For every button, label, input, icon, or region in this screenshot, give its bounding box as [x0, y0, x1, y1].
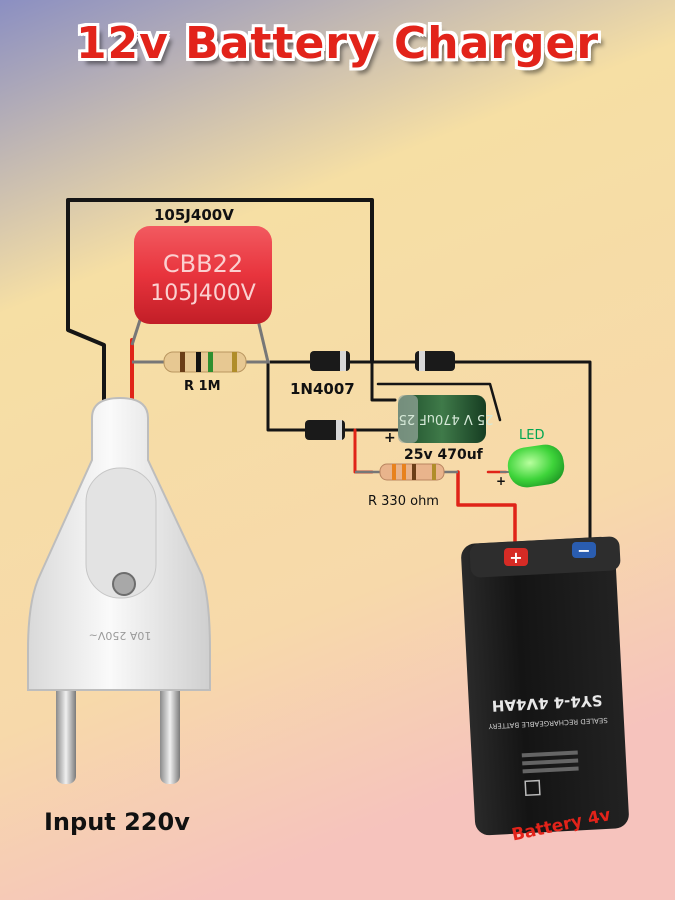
resistor-1m: [132, 351, 270, 373]
diode-label: 1N4007: [290, 380, 355, 398]
film-capacitor: CBB22 105J400V: [130, 226, 272, 363]
wires: [66, 198, 592, 552]
capacitor-marking-value: 105J400V: [150, 281, 256, 306]
power-plug: 10A 250V~: [27, 396, 211, 784]
plug-rating-text: 10A 250V~: [89, 629, 152, 642]
diode-2: [415, 351, 455, 371]
led-plus-sign: +: [496, 474, 506, 488]
black-wire-led-cathode: [376, 382, 502, 422]
battery: + − SY4-4 4V4AH SEALED RECHARGEABLE BATT…: [461, 536, 629, 836]
led-label: LED: [519, 428, 545, 443]
diode-3: [305, 420, 345, 440]
resistor-1m-label: R 1M: [184, 379, 221, 394]
input-label: Input 220v: [44, 808, 190, 836]
capacitor-label: 105J400V: [154, 206, 234, 224]
black-wire-top-loop: [66, 198, 374, 422]
black-wire-diode-row: [266, 360, 592, 542]
black-wire-to-capacitor-neg: [370, 360, 397, 402]
battery-minus-terminal: −: [577, 541, 590, 560]
electrolytic-capacitor: 25 V 470uF 25 +: [384, 395, 493, 446]
battery-plus-terminal: +: [509, 548, 522, 567]
capacitor-marking-type: CBB22: [163, 250, 243, 278]
resistor-330-label: R 330 ohm: [368, 494, 439, 509]
diode-1: [310, 351, 350, 371]
electrolytic-label: 25v 470uf: [404, 447, 483, 463]
electrolytic-marking: 25 V 470uF 25: [399, 411, 494, 426]
battery-model-text: SY4-4 4V4AH: [491, 691, 602, 715]
page-title: 12v Battery Charger: [75, 18, 600, 69]
red-wire-to-battery: [456, 470, 517, 552]
resistor-330: [355, 463, 458, 481]
led: +: [496, 444, 565, 488]
electrolytic-plus-sign: +: [384, 430, 396, 446]
